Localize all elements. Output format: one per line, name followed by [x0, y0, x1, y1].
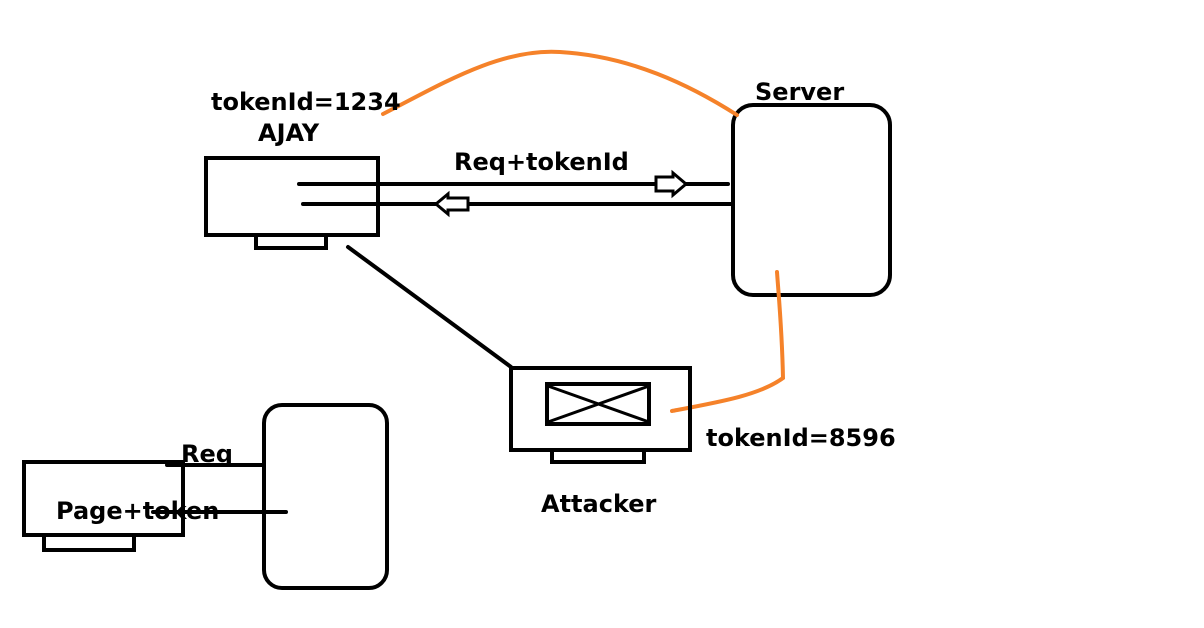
- client-server-box: [262, 403, 389, 590]
- response-arrow: [301, 190, 734, 218]
- attacker-computer: [509, 366, 692, 464]
- ajay-token-label: tokenId=1234: [211, 88, 401, 116]
- request-arrow: [297, 169, 730, 199]
- ajay-stand: [254, 233, 328, 250]
- envelope-fold: [547, 384, 650, 424]
- right-arrowhead-icon: [654, 169, 689, 199]
- ajay-monitor: [204, 156, 380, 237]
- left-arrowhead-icon: [433, 190, 470, 218]
- server-box: [731, 103, 892, 297]
- attacker-token-label: tokenId=8596: [706, 424, 896, 452]
- ajay-token-link: [381, 49, 739, 117]
- page-token-label: Page+token: [56, 497, 219, 525]
- server-label: Server: [755, 78, 844, 106]
- attacker-token-link: [670, 270, 786, 413]
- req-label: Req: [181, 440, 233, 468]
- attacker-monitor: [509, 366, 692, 452]
- ajay-label: AJAY: [258, 119, 320, 147]
- client-stand: [42, 533, 136, 552]
- ajay-computer: [204, 156, 380, 250]
- attacker-stand: [550, 448, 646, 464]
- ajay-attacker-link: [346, 245, 513, 369]
- request-label: Req+tokenId: [454, 148, 629, 176]
- attacker-label: Attacker: [541, 490, 657, 518]
- attacker-envelope-icon: [545, 382, 651, 426]
- client-computer: [22, 460, 185, 552]
